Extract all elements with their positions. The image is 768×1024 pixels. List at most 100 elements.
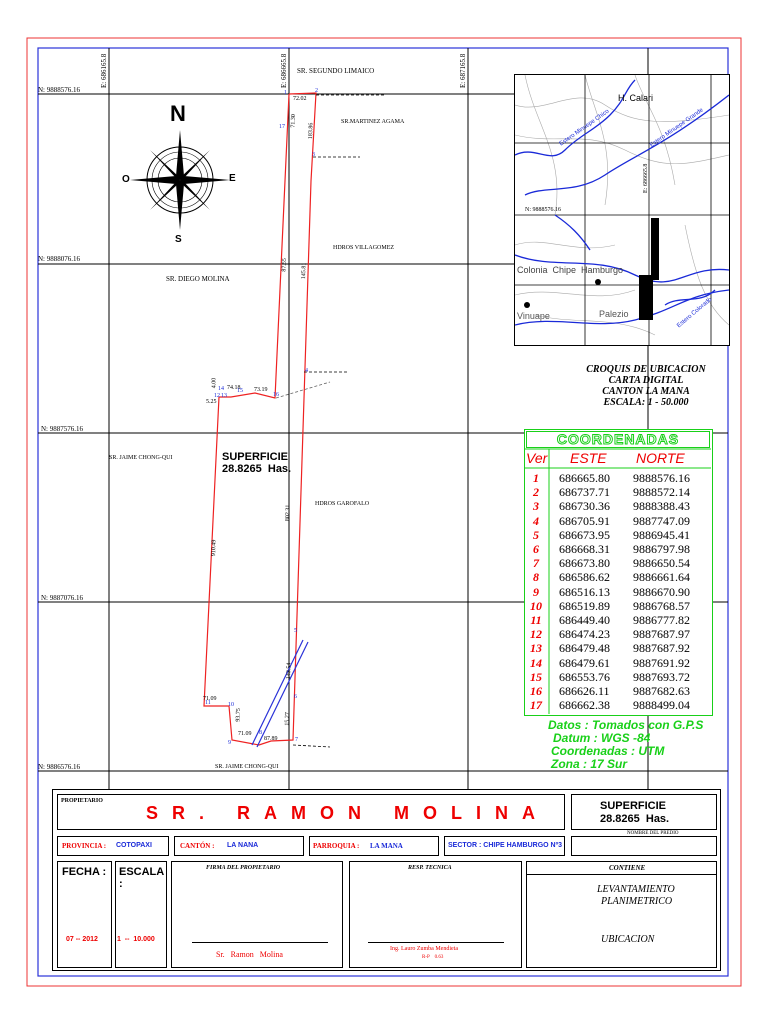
row-este: 686479.61 bbox=[559, 655, 610, 670]
firma-label: FIRMA DEL PROPIETARIO bbox=[206, 865, 281, 871]
loc-colonia: Colonia Chipe Hamburgo bbox=[517, 265, 624, 275]
row-vertex: 15 bbox=[530, 669, 542, 684]
row-este: 686449.40 bbox=[559, 613, 610, 627]
vertex-label: 9 bbox=[228, 740, 231, 746]
grid-label-north-2: N: 9888076.16 bbox=[38, 255, 80, 263]
row-norte: 9888388.43 bbox=[633, 499, 690, 514]
row-vertex: 5 bbox=[533, 527, 539, 542]
provincia-cell: PROVINCIA : COTOPAXI bbox=[57, 836, 169, 856]
row-norte: 9887691.92 bbox=[633, 655, 690, 670]
parroquia-cell: PARROQUIA : LA MANA bbox=[309, 836, 439, 856]
vertex-label: 4 bbox=[305, 368, 308, 374]
row-este: 686665.80 bbox=[559, 471, 610, 485]
row-vertex: 2 bbox=[533, 485, 539, 500]
segment-label: 71.09 bbox=[203, 696, 217, 702]
row-norte: 9886777.82 bbox=[633, 613, 690, 627]
vertex-label: 1 bbox=[284, 90, 287, 96]
parcel-boundary bbox=[203, 92, 317, 746]
vertex-label: 10 bbox=[228, 702, 234, 708]
contiene-2: PLANIMETRICO bbox=[601, 896, 673, 907]
owner-label: PROPIETARIO bbox=[61, 798, 103, 804]
parroquia-label: PARROQUIA : bbox=[313, 842, 360, 850]
segment-label: 74.18 bbox=[227, 385, 241, 391]
contiene-cell: CONTIENE LEVANTAMIENTO PLANIMETRICO UBIC… bbox=[526, 861, 717, 968]
row-este: 686586.62 bbox=[559, 570, 610, 585]
row-norte: 9888499.04 bbox=[633, 698, 690, 713]
neighbor-jaime-bottom: SR. JAIME CHONG-QUI bbox=[215, 764, 279, 770]
segment-label: 910.49 bbox=[210, 539, 218, 557]
surface-value: 28.8265 Has. bbox=[222, 463, 292, 475]
sector-cell: SECTOR : CHIPE HAMBURGO Nº3 bbox=[444, 836, 565, 856]
title-block: PROPIETARIO SR. RAMON MOLINA SUPERFICIE … bbox=[52, 789, 721, 971]
row-vertex: 3 bbox=[533, 499, 539, 514]
row-norte: 9887682.63 bbox=[633, 684, 690, 698]
vertex-label: 2 bbox=[315, 88, 318, 94]
note-zona: Zona : 17 Sur bbox=[551, 757, 628, 771]
superficie-value: 28.8265 Has. bbox=[600, 813, 670, 825]
row-norte: 9887687.97 bbox=[633, 627, 690, 642]
neighbor-jaime-top: SR. JAIME CHONG-QUI bbox=[109, 455, 173, 461]
row-vertex: 8 bbox=[533, 570, 539, 585]
grid-label-north-4: N: 9887076.16 bbox=[41, 594, 83, 602]
segment-label: 71.09 bbox=[238, 731, 252, 737]
firma-name: Sr. Ramon Molina bbox=[216, 950, 283, 959]
canton-label: CANTÓN : bbox=[180, 842, 215, 850]
resp-label: RESP. TECNICA bbox=[408, 865, 452, 871]
compass-w: O bbox=[122, 174, 130, 185]
owner-name: SR. RAMON MOLINA bbox=[146, 803, 549, 823]
neighbor-segundo: SR. SEGUNDO LIMAICO bbox=[297, 67, 375, 75]
row-este: 686474.23 bbox=[559, 627, 610, 642]
coordinates-row: 4 686705.91 9887747.09 bbox=[525, 514, 711, 528]
owner-cell: PROPIETARIO SR. RAMON MOLINA bbox=[57, 794, 565, 830]
segment-label: 5.25 bbox=[206, 399, 217, 405]
resp-reg: R-P 0.63 bbox=[422, 955, 444, 960]
coordinates-row: 15 686553.76 9887693.72 bbox=[525, 670, 711, 684]
caption-line-2: CARTA DIGITAL bbox=[608, 375, 684, 386]
segment-label: 802.31 bbox=[284, 504, 292, 522]
provincia-value: COTOPAXI bbox=[116, 842, 152, 849]
row-este: 686705.91 bbox=[559, 513, 610, 528]
vertex-label: 11 bbox=[205, 700, 211, 706]
row-este: 686730.36 bbox=[559, 499, 610, 514]
grid-label-north-3: N: 9887576.16 bbox=[41, 425, 83, 433]
firma-line bbox=[192, 942, 328, 943]
fecha-label: FECHA : bbox=[62, 866, 107, 878]
segment-label: 93.75 bbox=[235, 708, 242, 722]
segment-label: 73.19 bbox=[254, 387, 268, 393]
resp-cell: RESP. TECNICA Ing. Lauro Zumba Mendieta … bbox=[349, 861, 522, 968]
segment-label: 145.81 bbox=[300, 262, 308, 280]
fecha-value: 07 -- 2012 bbox=[66, 936, 98, 943]
vertex-label: 3 bbox=[312, 152, 315, 158]
segment-label: 71.30 bbox=[290, 114, 297, 128]
vertex-label: 14 bbox=[218, 386, 224, 392]
row-norte: 9886670.90 bbox=[633, 584, 690, 599]
vertex-label: 16 bbox=[273, 392, 279, 398]
fecha-cell: FECHA : 07 -- 2012 bbox=[57, 861, 112, 968]
segment-label: 15.27 bbox=[284, 712, 291, 726]
contiene-label: CONTIENE bbox=[609, 864, 646, 872]
row-vertex: 4 bbox=[533, 513, 539, 528]
neighbor-garofalo: HDROS GAROFALO bbox=[315, 501, 370, 507]
grid-label-north-1: N: 9888576.16 bbox=[38, 86, 80, 94]
segment-label: 4.00 bbox=[211, 377, 218, 389]
escala-label: ESCALA : bbox=[119, 866, 164, 890]
row-norte: 9887747.09 bbox=[633, 513, 690, 528]
row-norte: 9886768.57 bbox=[633, 598, 690, 613]
compass-rose-icon bbox=[120, 102, 240, 252]
row-norte: 9887693.72 bbox=[633, 669, 690, 684]
row-este: 686553.76 bbox=[559, 669, 610, 684]
canton-cell: CANTÓN : LA NANA bbox=[174, 836, 304, 856]
compass-e: E bbox=[229, 173, 236, 184]
header-norte: NORTE bbox=[636, 450, 685, 466]
row-norte: 9886661.64 bbox=[633, 570, 690, 585]
contiene-3: UBICACION bbox=[601, 934, 655, 945]
resp-line bbox=[368, 942, 504, 943]
provincia-label: PROVINCIA : bbox=[62, 842, 107, 850]
